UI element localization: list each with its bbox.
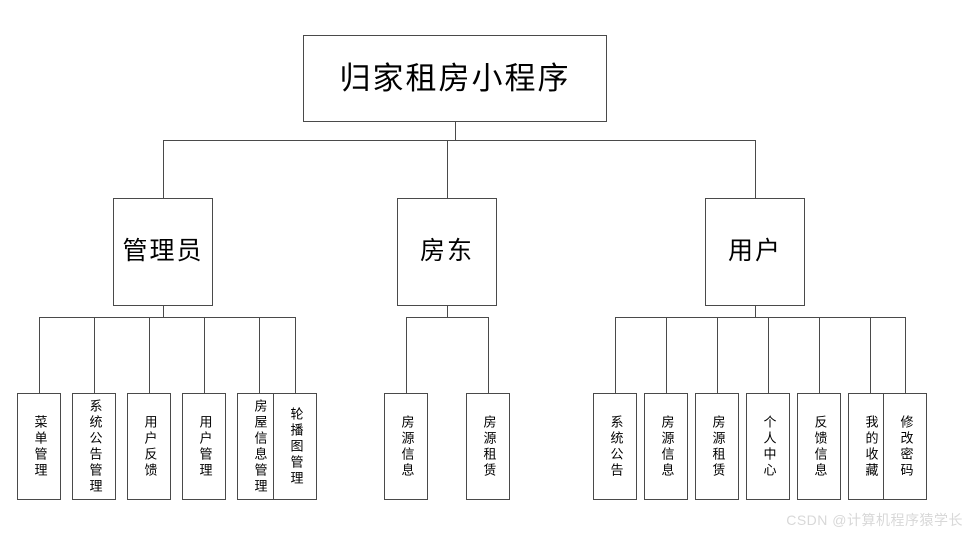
leaf-node-0-3-label: 用户管理 <box>197 414 213 479</box>
root-node[interactable]: 归家租房小程序 <box>303 35 607 122</box>
leaf-node-2-5-label: 我的收藏 <box>863 414 879 479</box>
leaf-drop-2-3 <box>768 317 769 393</box>
leaf-node-2-1[interactable]: 房源信息 <box>644 393 688 500</box>
root-node-label: 归家租房小程序 <box>339 60 571 96</box>
leaf-drop-0-0 <box>39 317 40 393</box>
leaf-node-0-2[interactable]: 用户反馈 <box>127 393 171 500</box>
branch-drop-2 <box>755 140 756 198</box>
leaf-drop-0-4 <box>259 317 260 393</box>
branch-drop-1 <box>447 140 448 198</box>
leaf-node-0-4-label: 房屋信息管理 <box>252 398 268 495</box>
leaf-node-0-5-label: 轮播图管理 <box>288 406 304 487</box>
leaf-node-0-1[interactable]: 系统公告管理 <box>72 393 116 500</box>
csdn-watermark: CSDN @计算机程序猿学长 <box>786 512 963 528</box>
leaf-drop-2-4 <box>819 317 820 393</box>
leaf-node-0-1-label: 系统公告管理 <box>87 398 103 495</box>
leaf-node-1-0[interactable]: 房源信息 <box>384 393 428 500</box>
leaf-node-1-0-label: 房源信息 <box>399 414 415 479</box>
leaf-drop-2-1 <box>666 317 667 393</box>
leaf-node-0-0-label: 菜单管理 <box>32 414 48 479</box>
leaf-node-0-3[interactable]: 用户管理 <box>182 393 226 500</box>
leaf-drop-0-1 <box>94 317 95 393</box>
leaf-node-2-3-label: 个人中心 <box>761 414 777 479</box>
branch-bus-1 <box>406 317 488 318</box>
leaf-drop-0-3 <box>204 317 205 393</box>
branch-stem-0 <box>163 306 164 317</box>
branch-node-0[interactable]: 管理员 <box>113 198 213 306</box>
leaf-node-2-4-label: 反馈信息 <box>812 414 828 479</box>
leaf-node-2-4[interactable]: 反馈信息 <box>797 393 841 500</box>
branch-node-2[interactable]: 用户 <box>705 198 805 306</box>
leaf-drop-0-5 <box>295 317 296 393</box>
leaf-drop-0-2 <box>149 317 150 393</box>
leaf-drop-2-0 <box>615 317 616 393</box>
branch-drop-0 <box>163 140 164 198</box>
leaf-node-0-2-label: 用户反馈 <box>142 414 158 479</box>
leaf-node-0-5[interactable]: 轮播图管理 <box>273 393 317 500</box>
leaf-node-1-1[interactable]: 房源租赁 <box>466 393 510 500</box>
leaf-node-2-0[interactable]: 系统公告 <box>593 393 637 500</box>
branch-stem-1 <box>447 306 448 317</box>
branch-node-2-label: 用户 <box>727 237 782 265</box>
branch-node-0-label: 管理员 <box>122 237 204 265</box>
branch-stem-2 <box>755 306 756 317</box>
branch-bus-0 <box>39 317 295 318</box>
leaf-node-2-2-label: 房源租赁 <box>710 414 726 479</box>
leaf-node-2-6-label: 修改密码 <box>898 414 914 479</box>
leaf-node-2-3[interactable]: 个人中心 <box>746 393 790 500</box>
branch-node-1-label: 房东 <box>419 237 474 265</box>
leaf-node-2-6[interactable]: 修改密码 <box>883 393 927 500</box>
leaf-drop-2-6 <box>905 317 906 393</box>
level2-bus <box>163 140 755 141</box>
leaf-drop-2-5 <box>870 317 871 393</box>
leaf-node-2-1-label: 房源信息 <box>659 414 675 479</box>
leaf-node-2-0-label: 系统公告 <box>608 414 624 479</box>
leaf-drop-2-2 <box>717 317 718 393</box>
leaf-node-2-2[interactable]: 房源租赁 <box>695 393 739 500</box>
branch-bus-2 <box>615 317 905 318</box>
leaf-node-1-1-label: 房源租赁 <box>481 414 497 479</box>
leaf-drop-1-0 <box>406 317 407 393</box>
leaf-drop-1-1 <box>488 317 489 393</box>
root-stem <box>455 122 456 140</box>
branch-node-1[interactable]: 房东 <box>397 198 497 306</box>
leaf-node-0-0[interactable]: 菜单管理 <box>17 393 61 500</box>
